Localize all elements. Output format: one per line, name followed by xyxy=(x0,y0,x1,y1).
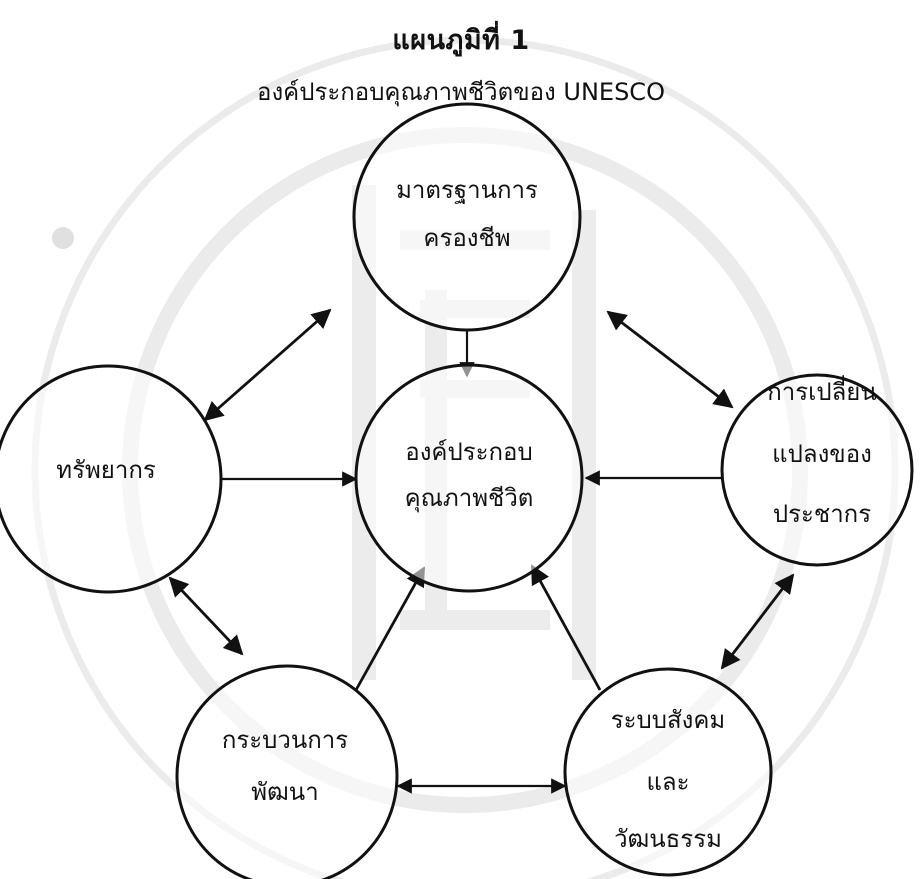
arrow-resources-standard xyxy=(203,308,332,422)
node-label-line: องค์ประกอบ xyxy=(405,438,532,466)
diagram-subtitle: องค์ประกอบคุณภาพชีวิตของ UNESCO xyxy=(257,78,665,106)
node-label-line: ประชากร xyxy=(773,500,871,528)
node-label-line: วัฒนธรรม xyxy=(614,825,722,853)
node-label-line: และ xyxy=(646,768,689,796)
node-label-line: ระบบสังคม xyxy=(611,706,726,734)
node-development-process: กระบวนการ พัฒนา xyxy=(175,664,399,879)
node-social-and-culture: ระบบสังคม และ วัฒนธรรม xyxy=(563,667,773,877)
node-population-change: การเปลี่ยน แปลงของ ประชากร xyxy=(720,373,914,567)
node-label-line: ครองชีพ xyxy=(423,224,510,252)
arrow-population-social xyxy=(720,573,795,670)
node-label-line: กระบวนการ xyxy=(222,726,348,754)
node-resources: ทรัพยากร xyxy=(0,364,223,594)
node-label-line: มาตรฐานการ xyxy=(396,176,538,204)
arrow-standard-population xyxy=(606,310,734,409)
node-label-line: การเปลี่ยน xyxy=(767,375,877,406)
node-label-line: ทรัพยากร xyxy=(56,456,156,484)
arrow-resources-development xyxy=(168,576,244,656)
node-standard-of-living: มาตรฐานการ ครองชีพ xyxy=(352,102,582,332)
node-quality-of-life-components: องค์ประกอบ คุณภาพชีวิต xyxy=(354,363,584,593)
node-label-line: คุณภาพชีวิต xyxy=(405,484,534,513)
diagram-heading: แผนภูมิที่ 1 xyxy=(392,25,530,56)
node-label-line: แปลงของ xyxy=(772,440,872,468)
arrow-social-to-center xyxy=(530,564,602,691)
arrow-development-to-center xyxy=(354,566,426,691)
node-label-line: พัฒนา xyxy=(251,778,318,806)
